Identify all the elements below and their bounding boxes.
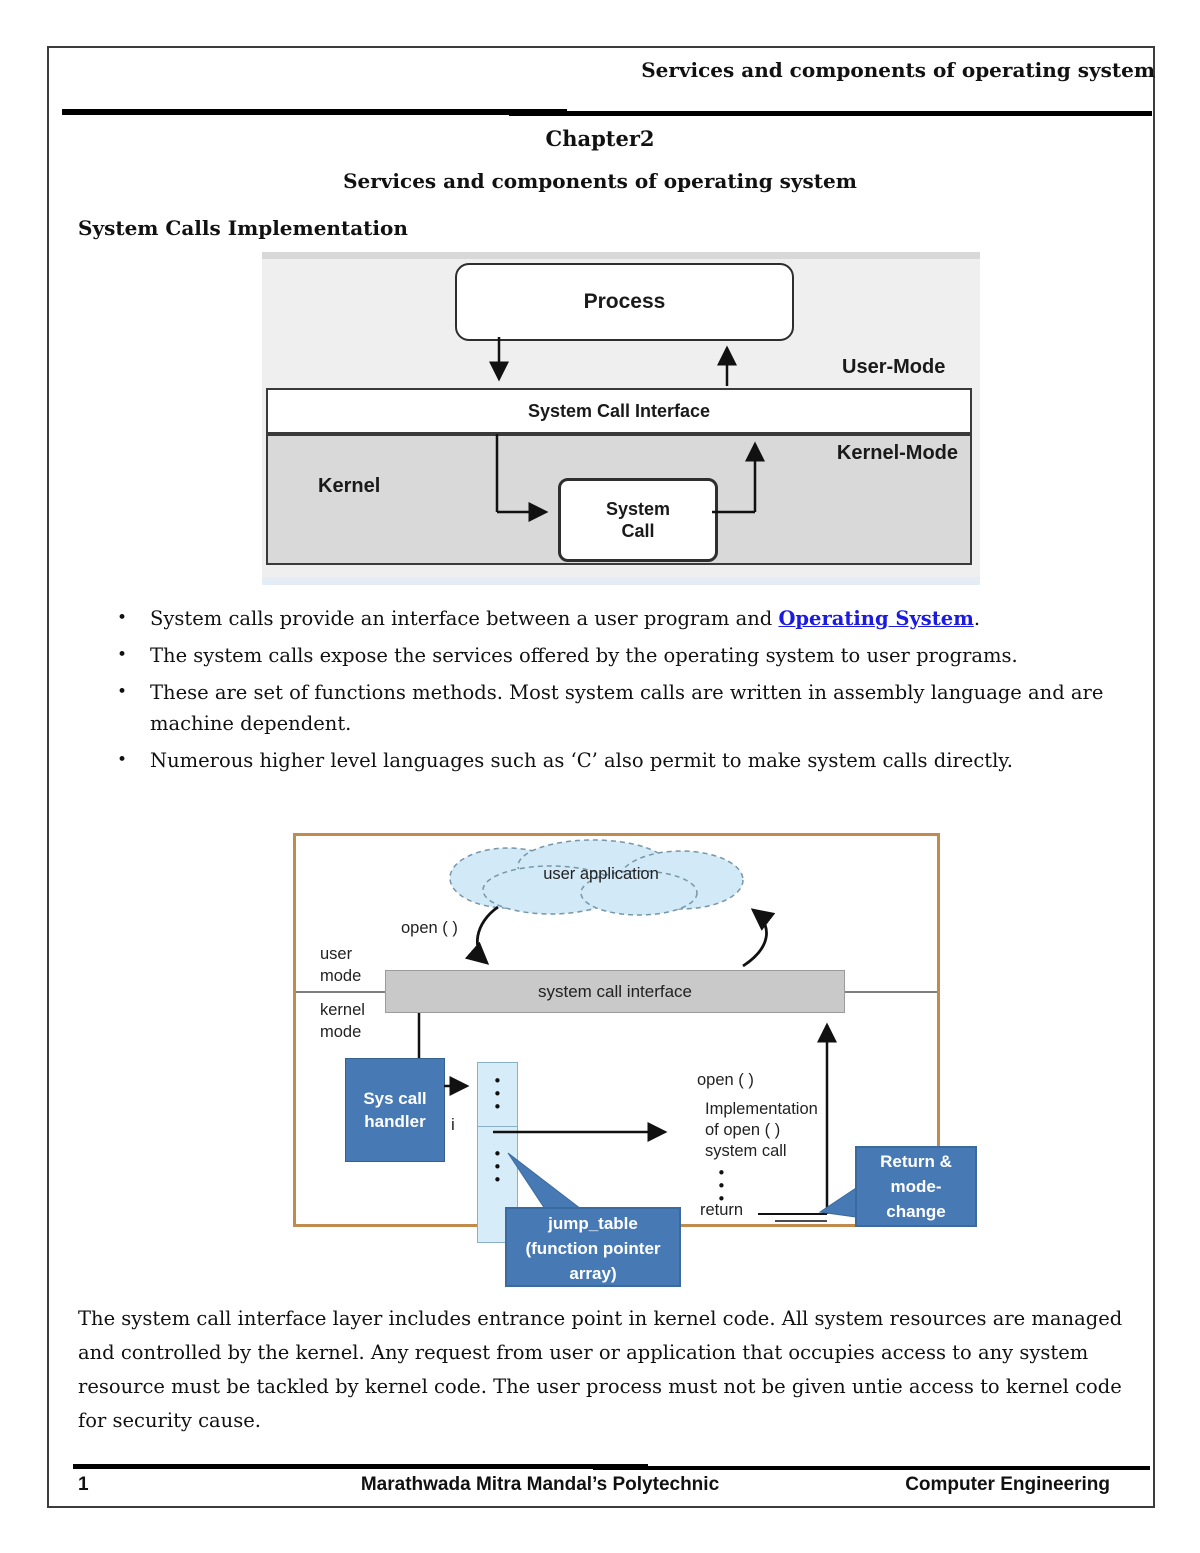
jump-table-divider: [477, 1126, 518, 1127]
bullet-text: Numerous higher level languages such as …: [150, 749, 1013, 772]
process-box: Process: [455, 263, 794, 341]
chapter-title: Chapter2: [545, 126, 655, 151]
list-item: • Numerous higher level languages such a…: [117, 745, 1147, 776]
header-title: Services and components of operating sys…: [641, 58, 1155, 82]
impl-line2: of open ( ): [705, 1121, 781, 1139]
bullet1-pre: System calls provide an interface betwee…: [150, 607, 779, 630]
return-label: return: [700, 1201, 744, 1219]
kernel-mode-label: Kernel-Mode: [836, 442, 958, 464]
impl-line1: Implementation: [705, 1100, 818, 1118]
jump-callout-line3: array): [569, 1264, 617, 1283]
list-item: • These are set of functions methods. Mo…: [117, 677, 1147, 739]
bullet-text: System calls provide an interface betwee…: [150, 603, 980, 634]
system-call-line1: System: [605, 499, 671, 519]
kernel-label: Kernel: [318, 475, 381, 497]
header-rule-left: [62, 109, 567, 115]
list-item: • System calls provide an interface betw…: [117, 603, 1147, 634]
jump-callout-line1: jump_table: [548, 1214, 638, 1233]
jump-table-dots-upper: •••: [493, 1072, 502, 1116]
list-item: • The system calls expose the services o…: [117, 640, 1147, 671]
sys-call-handler-box: Sys call handler: [345, 1058, 445, 1162]
implementation-label: Implementation of open ( ) system call: [705, 1099, 850, 1162]
return-callout-line3: change: [886, 1202, 946, 1221]
user-mode-line1: user: [320, 945, 353, 963]
bullet-list: • System calls provide an interface betw…: [117, 603, 1147, 782]
bullet-icon: •: [117, 682, 128, 702]
user-mode-line2: mode: [320, 967, 362, 985]
jump-table-dots-lower: •••: [493, 1145, 502, 1189]
bullet1-post: .: [973, 607, 981, 630]
open-call-label: open ( ): [401, 919, 458, 937]
system-call-line2: Call: [621, 521, 655, 541]
bullet-text: These are set of functions methods. Most…: [150, 681, 1104, 735]
section-heading: System Calls Implementation: [78, 216, 408, 240]
handler-line2: handler: [364, 1112, 426, 1131]
page-number: 1: [78, 1474, 89, 1495]
system-call-mode-diagram: System Call Interface Process System Cal…: [262, 252, 980, 585]
header-rule-right: [509, 111, 1152, 116]
page-subtitle: Services and components of operating sys…: [343, 169, 857, 193]
return-callout-line1: Return &: [880, 1152, 952, 1171]
system-call-interface-bar: System Call Interface: [266, 388, 972, 434]
bullet-text: The system calls expose the services off…: [150, 644, 1018, 667]
return-callout-line2: mode-: [890, 1177, 942, 1196]
body-paragraph: The system call interface layer includes…: [78, 1307, 1123, 1432]
diagram1-top-strip: [262, 252, 980, 259]
footer-department: Computer Engineering: [905, 1474, 1110, 1495]
system-call-flow-diagram: system call interface Sys call handler: [293, 833, 977, 1293]
diagram2-arrows: [296, 839, 937, 1222]
kernel-mode-line1: kernel: [320, 1001, 365, 1019]
diagram1-bottom-strip: [262, 577, 980, 585]
bullet-icon: •: [117, 750, 128, 770]
return-mode-change-callout: Return & mode- change: [855, 1146, 977, 1227]
user-mode-label2: user mode: [320, 943, 361, 987]
user-mode-label: User-Mode: [842, 356, 946, 378]
footer-institution: Marathwada Mitra Mandal’s Polytechnic: [360, 1474, 720, 1495]
kernel-mode-label2: kernel mode: [320, 999, 365, 1043]
footer-rule-left: [73, 1464, 648, 1469]
jump-callout-line2: (function pointer: [525, 1239, 661, 1258]
jump-table-callout: jump_table (function pointer array): [505, 1207, 681, 1287]
bullet-icon: •: [117, 645, 128, 665]
system-call-interface-bar2: system call interface: [385, 970, 845, 1013]
bullet-icon: •: [117, 608, 128, 628]
diagram1-arrows: [489, 337, 765, 522]
impl-line3: system call: [705, 1142, 787, 1160]
operating-system-link[interactable]: Operating System: [778, 607, 974, 630]
user-application-label: user application: [543, 865, 659, 883]
open-call2-label: open ( ): [697, 1071, 754, 1089]
kernel-mode-line2: mode: [320, 1023, 362, 1041]
page-border: [47, 46, 1155, 1508]
implementation-dots: •••: [717, 1164, 726, 1208]
system-call-box: System Call: [558, 478, 718, 562]
index-i-label: i: [451, 1115, 455, 1134]
handler-line1: Sys call: [363, 1089, 427, 1108]
footer-rule-right: [593, 1466, 1150, 1470]
